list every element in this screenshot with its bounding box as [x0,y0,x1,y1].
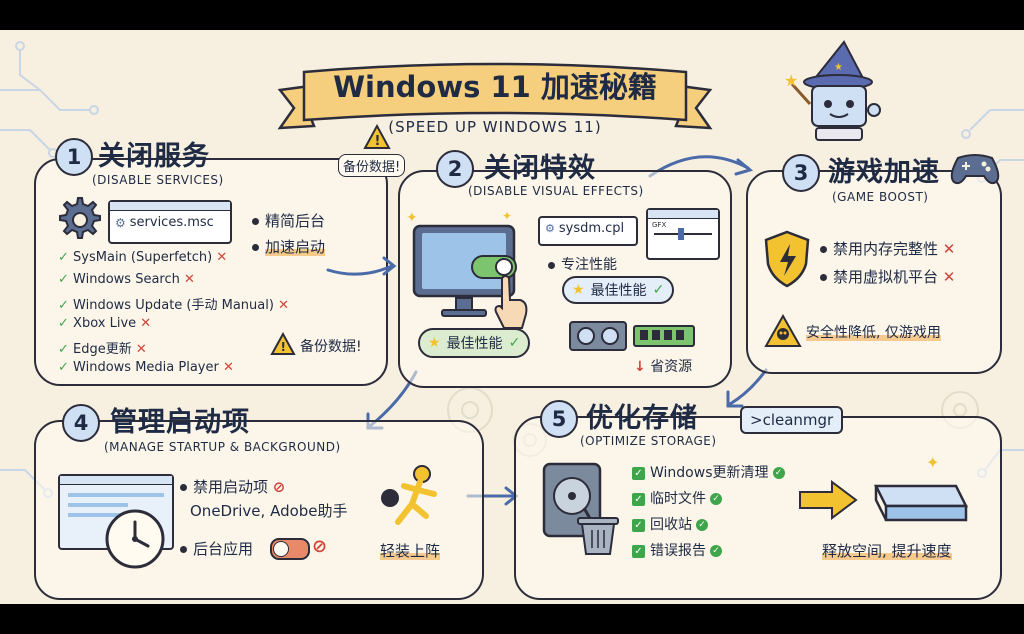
block-icon: ⊘ [272,478,286,496]
focus-performance-note: 专注性能 [548,254,617,274]
save-resources-note: ↓ 省资源 [634,359,693,375]
disable-startup-item: 禁用启动项 ⊘ [180,476,285,497]
star-icon: ★ [572,282,585,298]
gear-icon [59,197,101,239]
section-1-subtitle: (DISABLE SERVICES) [92,173,224,187]
step-number-3: 3 [782,154,820,192]
service-item: ✓ Xbox Live ✕ [58,316,152,331]
section-1-title: 关闭服务 [98,141,210,172]
wizard-robot-icon: ★ ★ [784,40,881,141]
sysdm-cpl-window: ⚙ sysdm.cpl [538,216,638,246]
cleanup-item: ✓错误报告✓ [632,540,722,560]
best-performance-chip: ★最佳性能✓ [562,276,675,304]
section-3-subtitle: (GAME BOOST) [832,190,929,204]
game-boost-item: 禁用内存完整性 ✕ [820,238,955,259]
cleanup-item: ✓Windows更新清理✓ [632,462,785,482]
skull-warning-icon [764,314,802,347]
service-item: ✓ SysMain (Superfetch) ✕ [58,250,228,265]
page-subtitle: (SPEED UP WINDOWS 11) [388,118,602,136]
backup-data-note-top: 备份数据! [338,154,406,177]
section-4-subtitle: (MANAGE STARTUP & BACKGROUND) [104,440,341,454]
background-apps-toggle[interactable] [270,538,310,560]
side-note-2: 加速启动 [252,236,326,257]
section-2-title: 关闭特效 [484,153,596,184]
result-note: 释放空间, 提升速度 [822,542,952,560]
cleanmgr-command: >cleanmgr [740,406,844,434]
step-number-4: 4 [62,404,100,442]
svg-text:!: ! [281,340,286,354]
background-apps-item: 后台应用 [180,538,253,559]
block-icon: ⊘ [312,536,328,557]
svg-text:★: ★ [834,62,843,73]
side-note-1: 精简后台 [252,210,325,231]
section-5-subtitle: (OPTIMIZE STORAGE) [580,434,717,448]
cleanup-item: ✓临时文件✓ [632,488,722,508]
service-item: ✓ Windows Search ✕ [58,272,195,287]
warning-icon: ! [363,124,391,149]
hand-pointer-icon [494,275,528,329]
graphics-slider [654,228,712,240]
slider-label: GFX [652,221,667,229]
arrow-right-icon [799,480,858,520]
page-title: Windows 11 加速秘籍 [333,70,657,104]
svg-text:★: ★ [784,71,798,90]
security-warning-note: 安全性降低, 仅游戏用 [806,325,941,341]
step-number-1: 1 [55,138,93,176]
warning-icon: ! [270,332,296,355]
backup-data-note: 备份数据! [300,339,362,355]
performance-settings-window: GFX [646,208,720,260]
gpu-ram-icon [569,321,695,351]
game-boost-item: 禁用虚拟机平台 ✕ [820,266,955,287]
hard-drive-trash-icon [542,462,619,555]
title-ribbon [277,62,713,130]
clock-icon [105,509,165,569]
service-item: ✓ Windows Media Player ✕ [58,360,234,375]
ssd-icon: ✦ [873,453,969,522]
services-msc-window: ⚙ services.msc [108,200,232,244]
service-item: ✓ Edge更新 ✕ [58,342,147,357]
cleanup-item: ✓回收站✓ [632,514,708,534]
step-number-5: 5 [540,400,578,438]
sysdm-cpl-label: sysdm.cpl [558,221,625,236]
small-gear-icon: ⚙ [115,215,126,230]
monitor-icon: ✦ ✦ [406,209,517,317]
best-performance-chip-2: ★最佳性能✓ [418,328,531,358]
shield-icon [764,230,810,288]
section-3-title: 游戏加速 [828,157,940,188]
section-2-subtitle: (DISABLE VISUAL EFFECTS) [468,184,644,198]
infographic-canvas: Windows 11 加速秘籍 (SPEED UP WINDOWS 11) ★ … [0,30,1024,604]
svg-text:!: ! [375,134,381,149]
star-icon: ★ [428,335,441,351]
startup-apps-list: OneDrive, Adobe助手 [190,502,348,520]
runner-icon [381,465,437,525]
service-item: ✓ Windows Update (手动 Manual) ✕ [58,298,289,313]
services-msc-label: services.msc [129,215,214,230]
arrow-down-icon: ↓ [634,359,646,375]
svg-text:✦: ✦ [406,210,418,226]
gamepad-icon [950,154,1000,185]
section-4-title: 管理启动项 [110,407,250,438]
section-5-title: 优化存储 [586,403,698,434]
svg-text:✦: ✦ [502,209,512,223]
travel-light-note: 轻装上阵 [380,542,441,560]
settings-icon: ⚙ [545,222,555,235]
step-number-2: 2 [436,150,474,188]
section-disable-services [34,158,388,386]
svg-text:✦: ✦ [926,453,939,472]
